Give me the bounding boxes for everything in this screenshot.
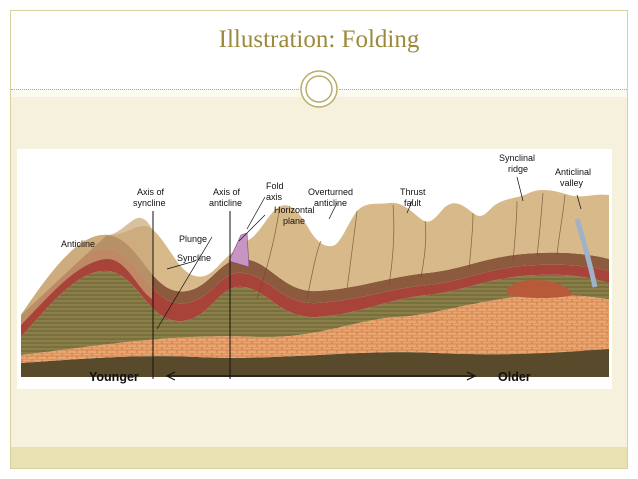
label-overturned-anticline-1: Overturned [308, 187, 353, 197]
label-older: Older [498, 370, 531, 384]
anticline-hill [21, 217, 152, 325]
label-overturned-anticline-2: anticline [314, 198, 347, 208]
label-axis-of-syncline-2: syncline [133, 198, 166, 208]
fold-axis-line [246, 196, 266, 230]
label-synclinal-ridge-2: ridge [508, 164, 528, 174]
fold-creases [256, 192, 566, 300]
label-younger: Younger [89, 370, 139, 384]
plunge-line [156, 236, 213, 330]
syncline-leader [166, 260, 196, 270]
footer-band [11, 447, 627, 468]
label-synclinal-ridge-1: Synclinal [499, 153, 535, 163]
label-syncline: Syncline [177, 253, 211, 263]
slide-title: Illustration: Folding [218, 26, 420, 53]
label-anticline: Anticline [61, 239, 95, 249]
folding-diagram-svg: Anticline Axis of syncline Axis of antic… [21, 153, 609, 384]
plunging-fold [228, 232, 250, 268]
synclinal-ridge-core [507, 279, 573, 298]
divider-right [339, 89, 627, 90]
folding-diagram: Anticline Axis of syncline Axis of antic… [17, 149, 612, 389]
label-axis-of-syncline-1: Axis of [137, 187, 165, 197]
label-axis-of-anticline-2: anticline [209, 198, 242, 208]
rock-layer-olive [21, 270, 609, 355]
synclinal-ridge-leader [516, 176, 524, 202]
thrust-fault-leader [406, 198, 414, 214]
divider-left [11, 89, 299, 90]
label-horizontal-plane-1: Horizontal [274, 205, 315, 215]
label-thrust-fault-1: Thrust [400, 187, 426, 197]
label-axis-of-anticline-1: Axis of [213, 187, 241, 197]
rock-layer-brick [21, 294, 609, 363]
label-horizontal-plane-2: plane [283, 216, 305, 226]
rock-layer-red [21, 248, 609, 337]
rock-layer-tan-surface [21, 189, 609, 315]
age-double-arrow-icon [165, 371, 477, 381]
label-plunge: Plunge [179, 234, 207, 244]
label-thrust-fault-2: fault [404, 198, 422, 208]
circle-ornament-icon [300, 70, 338, 108]
rock-layer-base [21, 347, 609, 377]
overturned-anticline-leader [328, 202, 338, 220]
label-fold-axis-2: axis [266, 192, 283, 202]
label-anticlinal-valley-1: Anticlinal [555, 167, 591, 177]
label-fold-axis-1: Fold [266, 181, 284, 191]
horizontal-plane-leader [238, 214, 266, 242]
anticlinal-valley-leader [576, 194, 582, 210]
anticlinal-valley-stream [574, 218, 598, 288]
label-anticlinal-valley-2: valley [560, 178, 584, 188]
